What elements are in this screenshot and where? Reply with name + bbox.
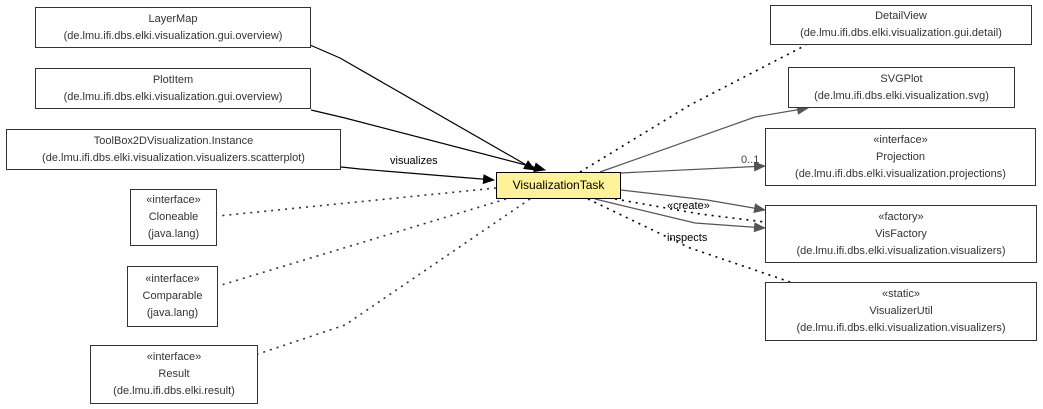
class-name: ToolBox2DVisualization.Instance <box>93 134 254 147</box>
edge-label-multiplicity: 0..1 <box>741 154 760 166</box>
edge-label-create: «create» <box>667 200 710 212</box>
class-package: (de.lmu.ifi.dbs.elki.visualization.visua… <box>796 322 1006 334</box>
class-package: (de.lmu.ifi.dbs.elki.visualization.visua… <box>796 244 1006 257</box>
class-package: (de.lmu.ifi.dbs.elki.result) <box>113 385 235 397</box>
edge-vistask-detailview <box>579 44 807 173</box>
edge-vistask-visualizerutil <box>587 198 791 283</box>
edge-label-inspects: inspects <box>667 232 708 244</box>
stereotype: «interface» <box>146 351 202 363</box>
class-package: (de.lmu.ifi.dbs.elki.visualization.gui.o… <box>63 90 283 103</box>
class-layermap[interactable]: LayerMap (de.lmu.ifi.dbs.elki.visualizat… <box>35 7 311 48</box>
edge-label-visualizes: visualizes <box>390 155 438 167</box>
class-name: Comparable <box>142 290 203 302</box>
stereotype: «factory» <box>878 210 924 223</box>
class-plotitem[interactable]: PlotItem (de.lmu.ifi.dbs.elki.visualizat… <box>35 68 311 109</box>
factory-visfactory[interactable]: «factory» VisFactory (de.lmu.ifi.dbs.elk… <box>765 205 1037 263</box>
edge-layermap-to-vistask <box>309 44 536 171</box>
stereotype: «interface» <box>146 194 201 206</box>
class-svgplot[interactable]: SVGPlot (de.lmu.ifi.dbs.elki.visualizati… <box>788 67 1015 108</box>
edge-vistask-svgplot <box>599 104 809 173</box>
edge-vistask-cloneable <box>217 187 497 217</box>
class-package: (de.lmu.ifi.dbs.elki.visualization.visua… <box>42 151 305 164</box>
class-package: (de.lmu.ifi.dbs.elki.visualization.gui.o… <box>63 29 283 42</box>
class-name: Result <box>158 368 190 380</box>
class-name: VisFactory <box>875 227 927 240</box>
class-name: DetailView <box>875 10 927 22</box>
stereotype: «static» <box>882 288 920 300</box>
interface-projection[interactable]: «interface» Projection (de.lmu.ifi.dbs.e… <box>765 128 1036 186</box>
class-package: (de.lmu.ifi.dbs.elki.visualization.gui.d… <box>800 27 1002 39</box>
class-package: (de.lmu.ifi.dbs.elki.visualization.svg) <box>814 89 989 102</box>
class-toolbox2dvisualization-instance[interactable]: ToolBox2DVisualization.Instance (de.lmu.… <box>6 129 341 170</box>
edge-vistask-visfactory-create <box>594 198 766 233</box>
class-name: Cloneable <box>148 211 199 223</box>
edge-plotitem-to-vistask <box>310 109 546 173</box>
stereotype: «interface» <box>145 273 200 285</box>
edge-vistask-visfactory-create-dots <box>614 198 766 223</box>
class-name: LayerMap <box>148 12 198 25</box>
class-name: VisualizerUtil <box>869 305 933 317</box>
edge-vistask-projection <box>620 161 766 174</box>
class-visualizationtask[interactable]: VisualizationTask <box>496 172 621 199</box>
edge-vistask-visfactory-solid <box>620 189 766 214</box>
interface-cloneable[interactable]: «interface» Cloneable (java.lang) <box>130 189 217 246</box>
interface-result[interactable]: «interface» Result (de.lmu.ifi.dbs.elki.… <box>90 345 258 404</box>
edge-vistask-comparable <box>217 198 507 287</box>
class-name: VisualizationTask <box>512 178 605 192</box>
class-package: (de.lmu.ifi.dbs.elki.visualization.proje… <box>795 167 1006 180</box>
edge-vistask-result <box>257 198 531 355</box>
stereotype: «interface» <box>873 133 928 146</box>
class-detailview[interactable]: DetailView (de.lmu.ifi.dbs.elki.visualiz… <box>770 5 1032 45</box>
class-package: (java.lang) <box>147 228 200 240</box>
class-name: SVGPlot <box>880 72 923 85</box>
class-name: PlotItem <box>152 73 194 86</box>
class-name: Projection <box>876 150 925 163</box>
edge-toolbox-to-vistask <box>340 166 495 185</box>
class-package: (java.lang) <box>146 307 199 319</box>
static-visualizerutil[interactable]: «static» VisualizerUtil (de.lmu.ifi.dbs.… <box>765 282 1037 341</box>
interface-comparable[interactable]: «interface» Comparable (java.lang) <box>127 266 218 327</box>
